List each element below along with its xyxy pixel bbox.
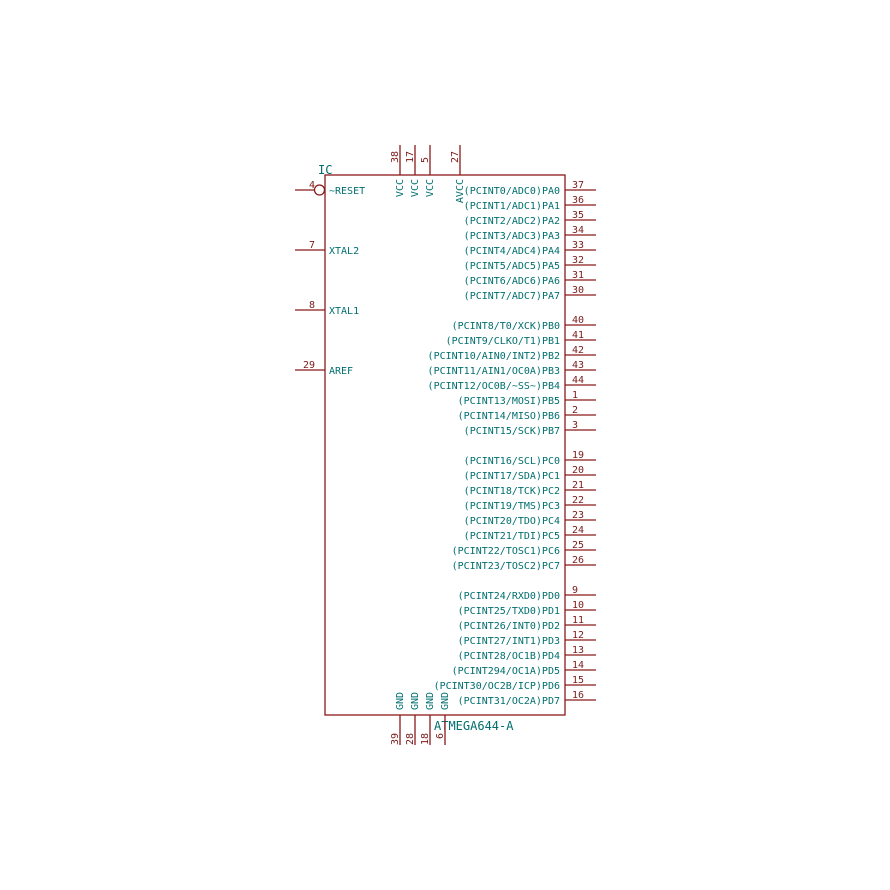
- pin-label: GND: [410, 692, 421, 710]
- pin-number: 34: [572, 225, 584, 236]
- pin-label: (PCINT2/ADC2)PA2: [464, 216, 560, 227]
- pin-label: VCC: [410, 179, 421, 197]
- pin-number: 37: [572, 180, 584, 191]
- pin-number: 23: [572, 510, 584, 521]
- inversion-bubble: [313, 184, 326, 196]
- pin-label: XTAL2: [329, 246, 359, 257]
- ic-value: ATMEGA644-A: [434, 719, 514, 733]
- pin-number: 21: [572, 480, 584, 491]
- pin-number: 1: [572, 390, 578, 401]
- pin-label: (PCINT14/MISO)PB6: [458, 411, 560, 422]
- pin-number: 39: [390, 733, 401, 745]
- pin-label: (PCINT26/INT0)PD2: [458, 621, 560, 632]
- pin-number: 35: [572, 210, 584, 221]
- pin-number: 32: [572, 255, 584, 266]
- pin-number: 27: [450, 151, 461, 163]
- pin-number: 28: [405, 733, 416, 745]
- pin-number: 11: [572, 615, 584, 626]
- pin-label: (PCINT0/ADC0)PA0: [464, 186, 560, 197]
- pin-number: 3: [572, 420, 578, 431]
- pin-label: (PCINT19/TMS)PC3: [464, 501, 560, 512]
- pin-label: (PCINT9/CLKO/T1)PB1: [446, 336, 560, 347]
- pin-label: (PCINT30/OC2B/ICP)PD6: [434, 681, 560, 692]
- pin-number: 36: [572, 195, 584, 206]
- pin-number: 2: [572, 405, 578, 416]
- pin-label: (PCINT20/TDO)PC4: [464, 516, 560, 527]
- pin-label: (PCINT6/ADC6)PA6: [464, 276, 560, 287]
- pin-number: 14: [572, 660, 584, 671]
- pin-number: 42: [572, 345, 584, 356]
- pin-label: (PCINT4/ADC4)PA4: [464, 246, 560, 257]
- pin-number: 5: [420, 157, 431, 163]
- pin-label: VCC: [395, 179, 406, 197]
- pin-number: 20: [572, 465, 584, 476]
- pin-label: (PCINT27/INT1)PD3: [458, 636, 560, 647]
- ic-reference: IC: [318, 163, 332, 177]
- pin-number: 6: [435, 733, 446, 739]
- pin-label: (PCINT31/OC2A)PD7: [458, 696, 560, 707]
- pin-label: (PCINT17/SDA)PC1: [464, 471, 560, 482]
- pin-number: 30: [572, 285, 584, 296]
- pin-number: 41: [572, 330, 584, 341]
- pin-label: (PCINT1/ADC1)PA1: [464, 201, 560, 212]
- pin-label: ~RESET: [329, 186, 365, 197]
- pin-number: 12: [572, 630, 584, 641]
- pin-label: (PCINT10/AIN0/INT2)PB2: [428, 351, 560, 362]
- pin-label: (PCINT7/ADC7)PA7: [464, 291, 560, 302]
- pin-label: (PCINT8/T0/XCK)PB0: [452, 321, 560, 332]
- pin-number: 22: [572, 495, 584, 506]
- pin-label: (PCINT5/ADC5)PA5: [464, 261, 560, 272]
- pin-number: 26: [572, 555, 584, 566]
- pin-label: (PCINT25/TXD0)PD1: [458, 606, 560, 617]
- pin-number: 38: [390, 151, 401, 163]
- pin-label: GND: [425, 692, 436, 710]
- pin-label: (PCINT16/SCL)PC0: [464, 456, 560, 467]
- pin-label: AREF: [329, 366, 353, 377]
- pin-label: AVCC: [455, 179, 466, 203]
- pin-label: (PCINT28/OC1B)PD4: [458, 651, 560, 662]
- pin-number: 10: [572, 600, 584, 611]
- pin-number: 43: [572, 360, 584, 371]
- pin-number: 19: [572, 450, 584, 461]
- pin-label: GND: [440, 692, 451, 710]
- pin-number: 44: [572, 375, 584, 386]
- pin-label: (PCINT15/SCK)PB7: [464, 426, 560, 437]
- pin-label: (PCINT21/TDI)PC5: [464, 531, 560, 542]
- pin-number: 13: [572, 645, 584, 656]
- pin-label: VCC: [425, 179, 436, 197]
- pin-number: 29: [303, 360, 315, 371]
- pin-group: 4~RESET7XTAL28XTAL129AREF38VCC17VCC5VCC2…: [295, 145, 596, 745]
- pin-label: (PCINT3/ADC3)PA3: [464, 231, 560, 242]
- pin-label: (PCINT13/MOSI)PB5: [458, 396, 560, 407]
- pin-label: (PCINT12/OC0B/~SS~)PB4: [428, 381, 560, 392]
- pin-number: 31: [572, 270, 584, 281]
- pin-label: (PCINT11/AIN1/OC0A)PB3: [428, 366, 560, 377]
- pin-label: (PCINT22/TOSC1)PC6: [452, 546, 560, 557]
- pin-label: (PCINT23/TOSC2)PC7: [452, 561, 560, 572]
- pin-number: 40: [572, 315, 584, 326]
- pin-label: (PCINT18/TCK)PC2: [464, 486, 560, 497]
- pin-number: 15: [572, 675, 584, 686]
- pin-label: (PCINT294/OC1A)PD5: [452, 666, 560, 677]
- pin-number: 4: [309, 180, 315, 191]
- pin-number: 33: [572, 240, 584, 251]
- pin-label: XTAL1: [329, 306, 359, 317]
- pin-number: 7: [309, 240, 315, 251]
- pin-number: 16: [572, 690, 584, 701]
- pin-number: 9: [572, 585, 578, 596]
- pin-number: 8: [309, 300, 315, 311]
- pin-number: 17: [405, 151, 416, 163]
- pin-label: (PCINT24/RXD0)PD0: [458, 591, 560, 602]
- pin-number: 24: [572, 525, 584, 536]
- pin-label: GND: [395, 692, 406, 710]
- pin-number: 25: [572, 540, 584, 551]
- pin-number: 18: [420, 733, 431, 745]
